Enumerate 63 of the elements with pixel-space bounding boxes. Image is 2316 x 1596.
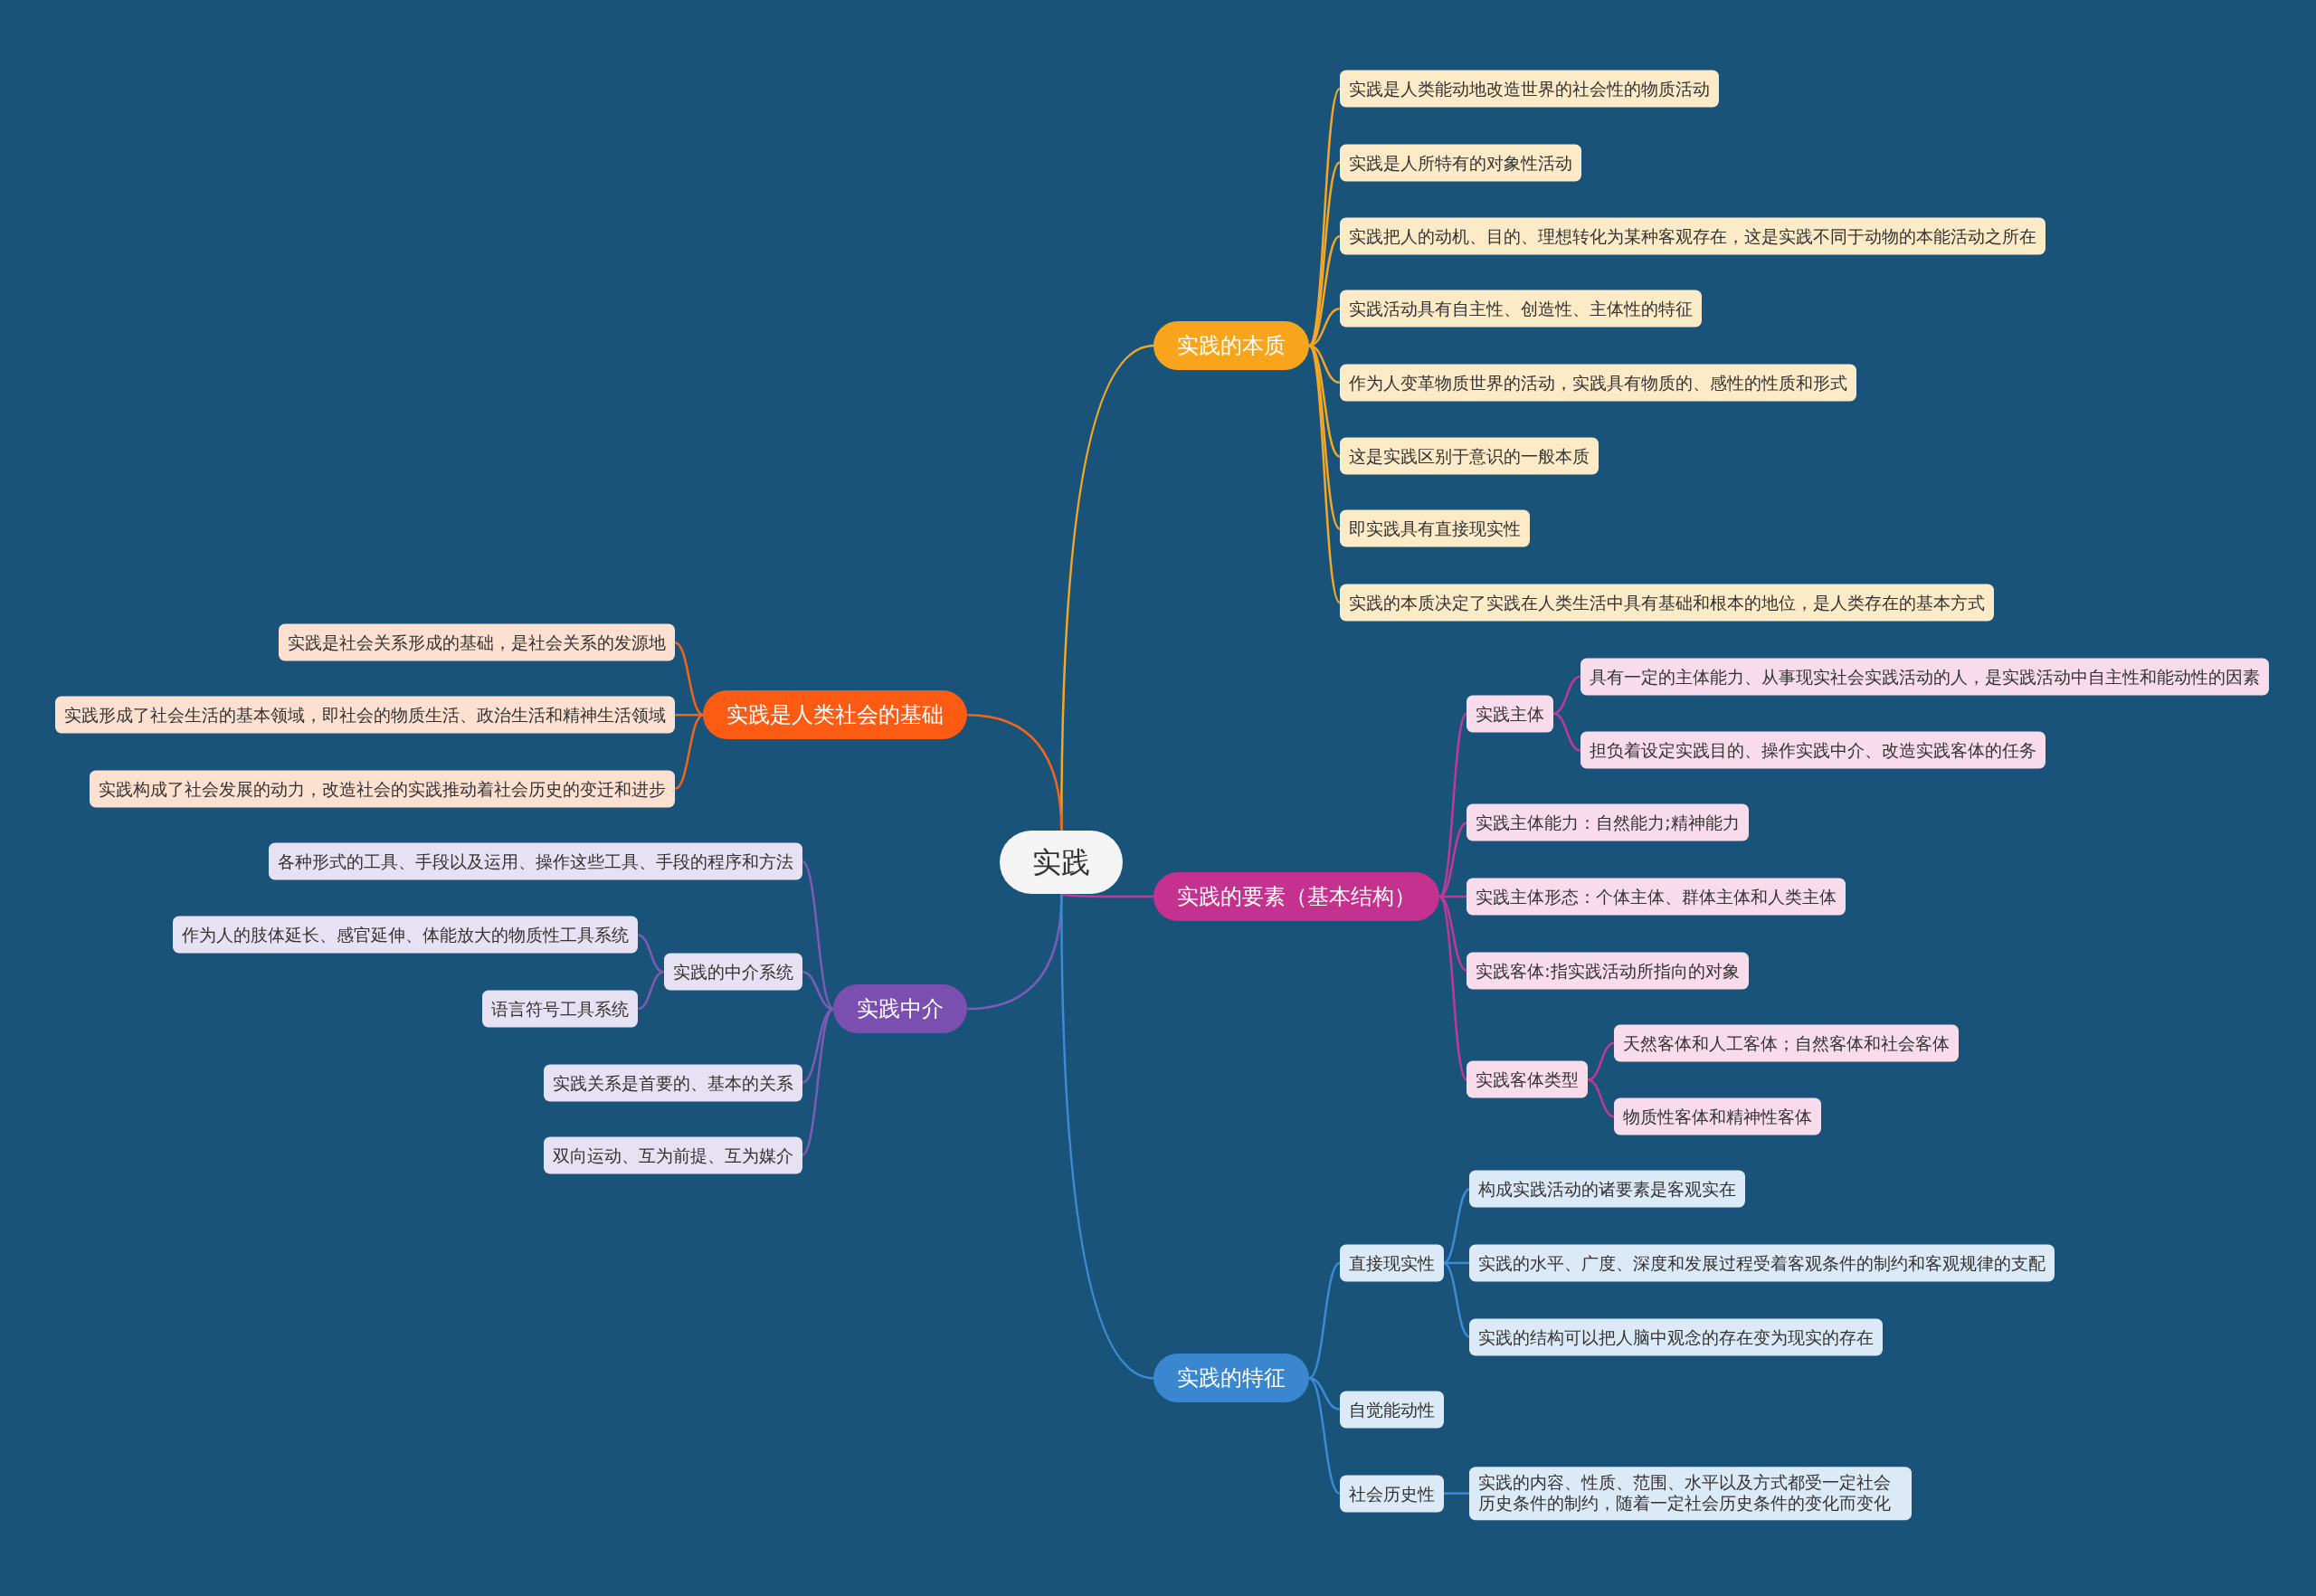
connector-line [674, 641, 704, 717]
connector-line [1443, 1261, 1471, 1338]
topic-box: 实践关系是首要的、基本的关系 [543, 1064, 802, 1102]
connector-line [1438, 712, 1468, 898]
topic-box: 社会历史性 [1339, 1475, 1444, 1513]
connector-line [1552, 712, 1581, 752]
connector-line [674, 714, 704, 790]
topic-box: 具有一定的主体能力、从事现实社会实践活动的人，是实践活动中自主性和能动性的因素 [1580, 658, 2269, 696]
connector-line [801, 1008, 835, 1156]
topic-box: 实践客体:指实践活动所指向的对象 [1466, 952, 1749, 990]
connector-line [1308, 1377, 1341, 1495]
connector-line [1443, 1188, 1471, 1265]
branch-topic: 实践的特征 [1153, 1354, 1310, 1403]
branch-topic: 实践的要素（基本结构） [1153, 872, 1440, 921]
topic-box: 实践构成了社会发展的动力，改造社会的实践推动着社会历史的变迁和进步 [90, 770, 676, 808]
topic-box: 实践客体类型 [1466, 1060, 1589, 1098]
topic-box: 实践主体 [1466, 695, 1554, 733]
topic-box: 实践主体能力：自然能力;精神能力 [1466, 803, 1749, 841]
connector-line [1587, 1041, 1615, 1081]
topic-box: 实践是人类能动地改造世界的社会性的物质活动 [1339, 70, 1719, 108]
topic-box: 实践形成了社会生活的基本领域，即社会的物质生活、政治生活和精神生活领域 [55, 696, 676, 734]
topic-box: 实践的本质决定了实践在人类生活中具有基础和根本的地位，是人类存在的基本方式 [1339, 584, 1994, 622]
connector-line [1443, 1492, 1470, 1495]
connector-line [801, 860, 835, 1011]
connector-line [638, 934, 664, 974]
topic-box: 实践是人所特有的对象性活动 [1339, 144, 1581, 182]
topic-box: 实践把人的动机、目的、理想转化为某种客观存在，这是实践不同于动物的本能活动之所在 [1339, 217, 2045, 255]
connector-line [638, 971, 664, 1011]
branch-topic: 实践是人类社会的基础 [703, 690, 968, 740]
topic-box: 物质性客体和精神性客体 [1614, 1097, 1822, 1135]
topic-box: 语言符号工具系统 [482, 990, 639, 1028]
connector-line [1308, 345, 1341, 530]
topic-box: 各种形式的工具、手段以及运用、操作这些工具、手段的程序和方法 [268, 842, 802, 880]
topic-box: 实践的内容、性质、范围、水平以及方式都受一定社会历史条件的制约，随着一定社会历史条件的变化而变化 [1469, 1466, 1912, 1521]
topic-box: 实践的中介系统 [663, 953, 802, 991]
topic-box: 自觉能动性 [1339, 1391, 1444, 1429]
topic-box: 直接现实性 [1339, 1244, 1444, 1282]
topic-box: 即实践具有直接现实性 [1339, 510, 1530, 547]
topic-box: 双向运动、互为前提、互为媒介 [543, 1136, 802, 1174]
connector-line [1438, 896, 1468, 1081]
topic-box: 作为人的肢体延长、感官延伸、体能放大的物质性工具系统 [173, 916, 639, 954]
connector-line [1060, 894, 1154, 1380]
connector-line [1060, 344, 1154, 831]
connector-line [1308, 345, 1341, 603]
central-topic: 实践 [1000, 831, 1124, 895]
topic-box: 作为人变革物质世界的活动，实践具有物质的、感性的性质和形式 [1339, 364, 1856, 402]
branch-topic: 实践的本质 [1153, 321, 1310, 371]
connector-line [967, 713, 1063, 831]
connector-line [1552, 675, 1581, 715]
topic-box: 实践活动具有自主性、创造性、主体性的特征 [1339, 290, 1702, 328]
connector-line [1439, 895, 1467, 898]
topic-box: 实践是社会关系形成的基础，是社会关系的发源地 [279, 623, 676, 661]
topic-box: 担负着设定实践目的、操作实践中介、改造实践客体的任务 [1580, 731, 2045, 769]
topic-box: 实践主体形态：个体主体、群体主体和人类主体 [1466, 878, 1846, 916]
connector-line [1587, 1078, 1615, 1118]
connector-line [1060, 893, 1154, 898]
branch-topic: 实践中介 [833, 984, 968, 1034]
topic-box: 实践的水平、广度、深度和发展过程受着客观条件的制约和客观规律的支配 [1469, 1244, 2055, 1282]
topic-box: 构成实践活动的诸要素是客观实在 [1469, 1170, 1746, 1208]
topic-box: 天然客体和人工客体；自然客体和社会客体 [1614, 1024, 1960, 1062]
topic-box: 这是实践区别于意识的一般本质 [1339, 438, 1599, 475]
connector-line [1308, 1261, 1341, 1380]
topic-box: 实践的结构可以把人脑中观念的存在变为现实的存在 [1469, 1318, 1884, 1356]
